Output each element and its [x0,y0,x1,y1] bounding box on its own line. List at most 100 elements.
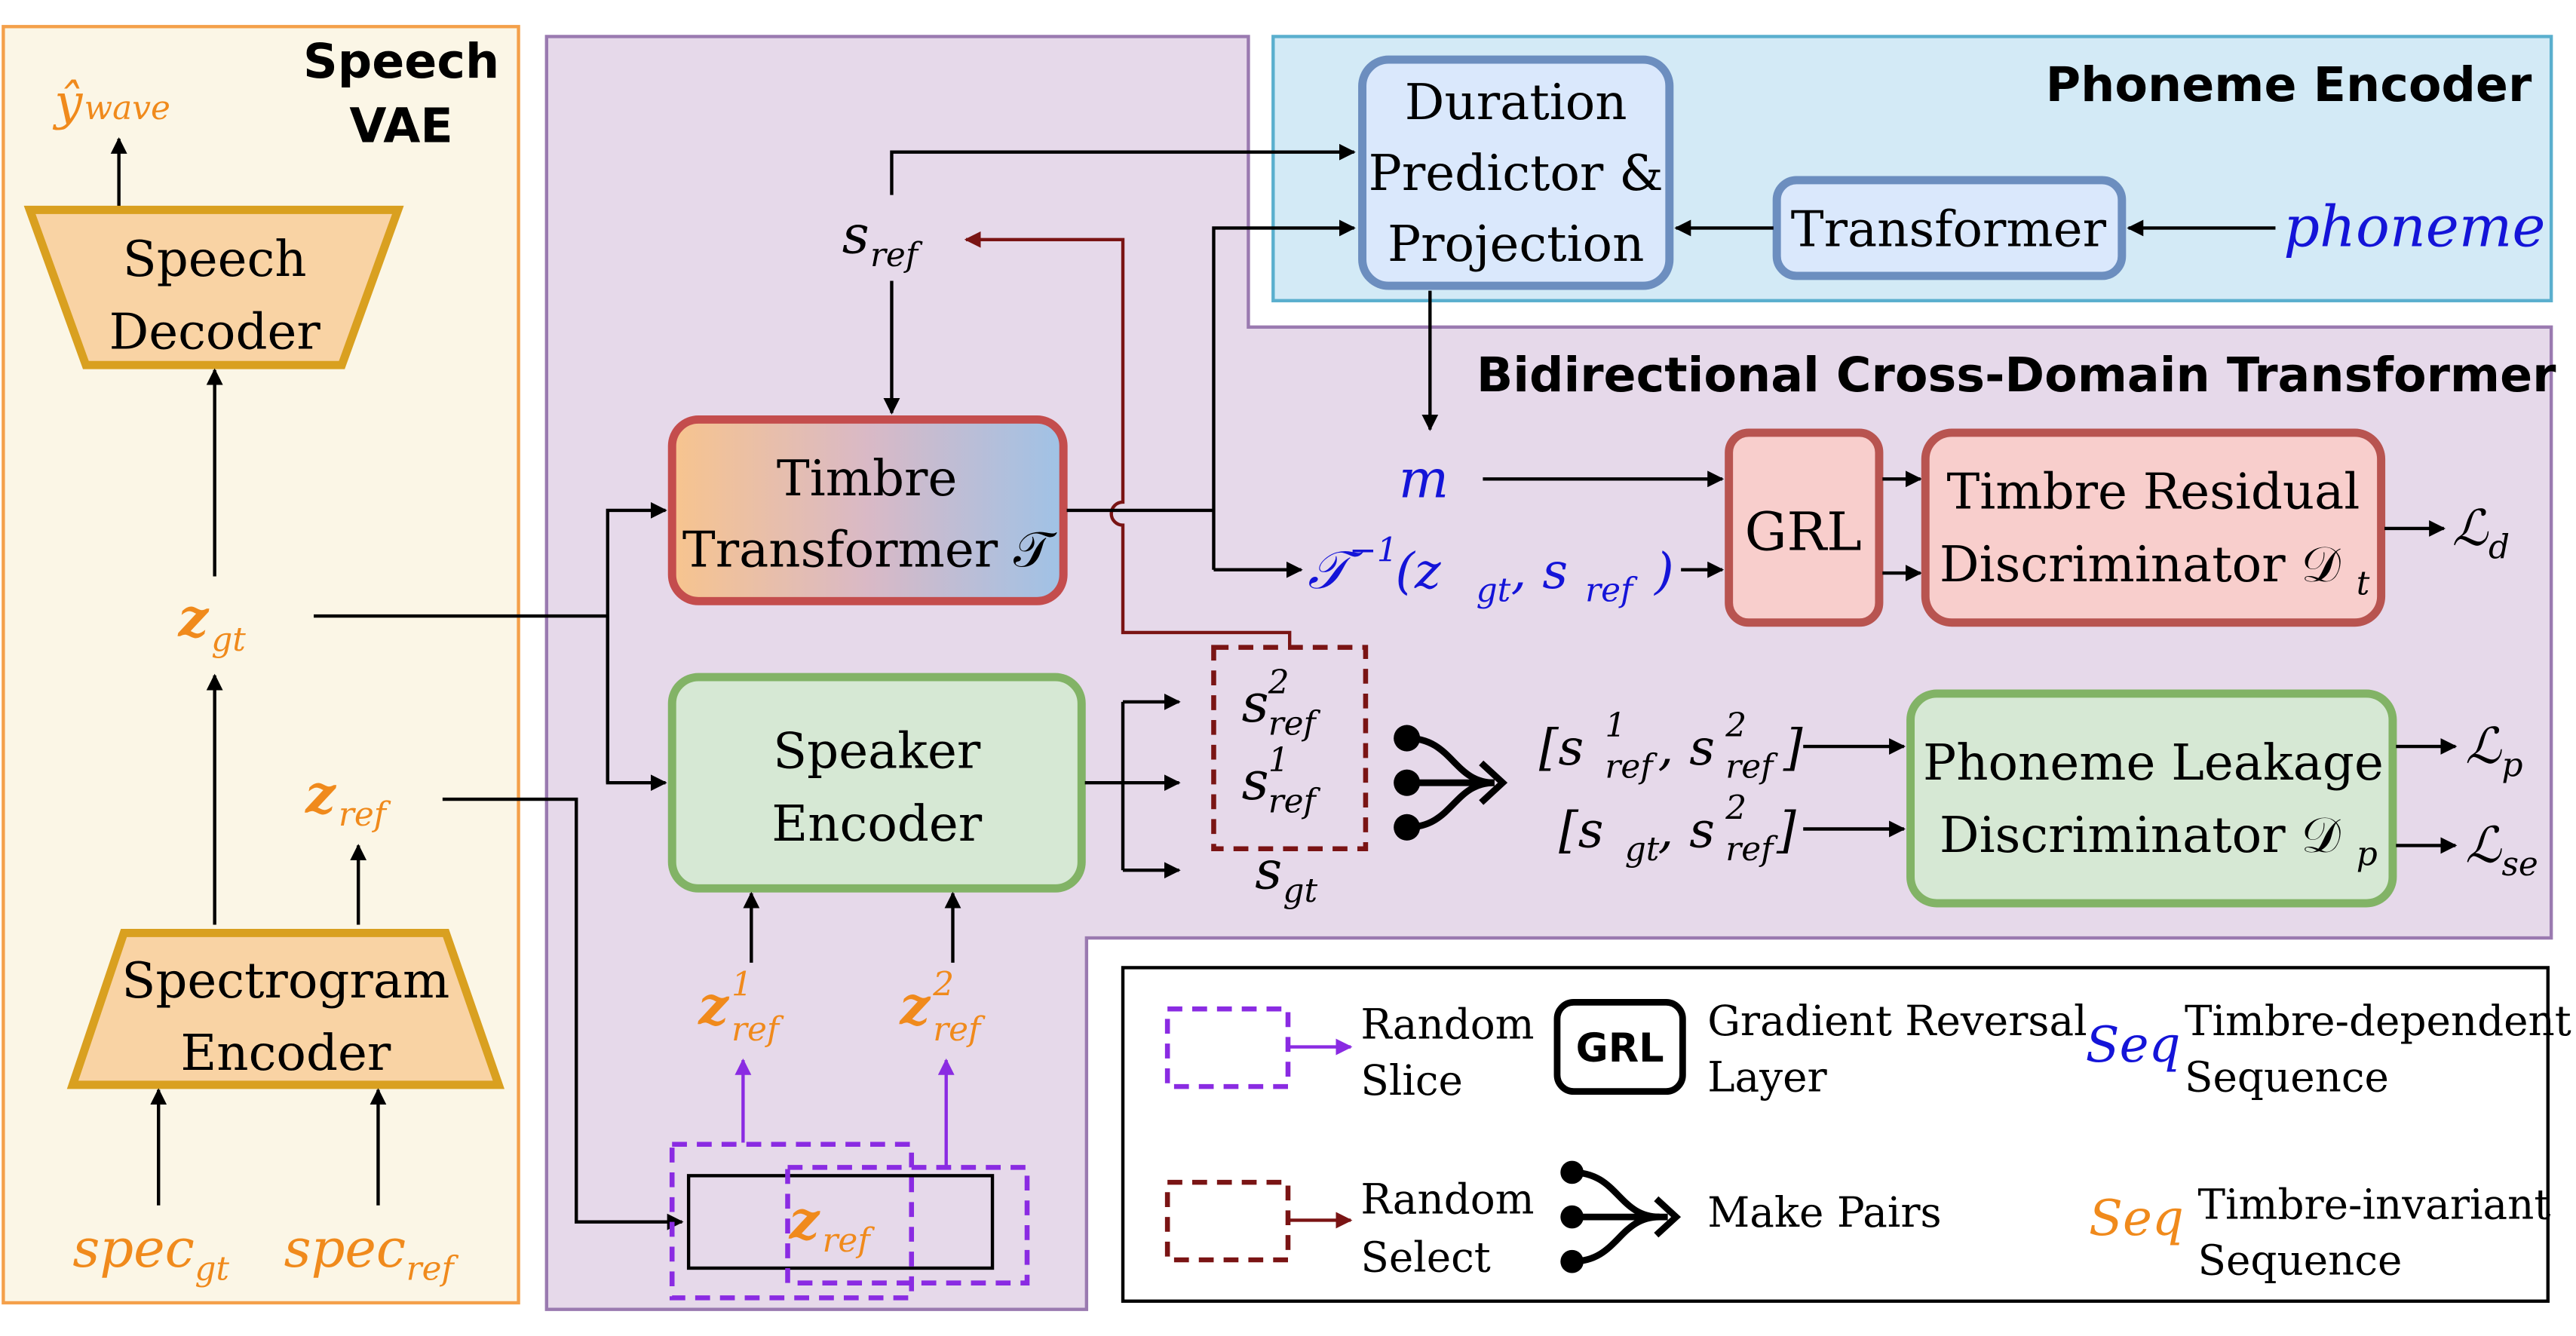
svg-text:t: t [2357,565,2370,603]
svg-text:2: 2 [1725,789,1746,827]
timbre-disc-label-line2: Discriminator 𝒟 t [1940,536,2370,603]
svg-text:ref: ref [1268,705,1321,743]
legend-random-slice-icon [1164,1006,1291,1089]
legend-timbre-invariant-line1: Timbre-invariant [2198,1180,2551,1228]
loss-p-label: ℒ p [2465,718,2522,785]
legend-random-slice-line1: Random [1360,1000,1534,1049]
timbre-residual-discriminator-block [1921,428,2386,627]
transformer-block [1772,176,2127,280]
svg-text:gt: gt [1283,872,1317,910]
svg-text:ref: ref [1725,748,1778,786]
zref-bar [686,1174,995,1270]
phoneme-label: phoneme [2283,195,2545,260]
s-ref-label: s ref [842,204,923,274]
m-label: m [1399,448,1449,510]
grl-label: GRL [1745,501,1862,562]
timbre-transformer-label-line1: Timbre [777,450,957,507]
pair-sgt-sref2-label: [s gt , s 2 ref ] [1559,789,1796,869]
phoneme-disc-label-line1: Phoneme Leakage [1923,734,2384,792]
phoneme-leakage-discriminator-block [1906,689,2397,908]
speech-decoder-block [23,205,404,369]
z-gt-label: z gt [176,586,246,659]
random-select-to-sref-arrow [964,231,1292,648]
svg-text:ref: ref [406,1249,459,1288]
svg-text:spec: spec [72,1218,195,1279]
svg-text:ref: ref [339,795,391,834]
svg-text:se: se [2501,845,2538,884]
svg-text:ref: ref [1268,783,1321,821]
svg-text:z: z [898,974,931,1037]
svg-text:p: p [2357,835,2378,874]
svg-text:gt: gt [1477,571,1511,609]
bcdt-title: Bidirectional Cross-Domain Transformer [1477,347,2556,403]
svg-text:1: 1 [1605,706,1626,745]
svg-text:gt: gt [195,1249,229,1288]
phoneme-disc-label-line2: Discriminator 𝒟 p [1940,807,2378,874]
speech-decoder-label-line2: Decoder [109,303,321,360]
svg-text:, s: , s [1511,543,1568,600]
speech-decoder-label-line1: Speech [123,231,307,288]
s-gt-label: s gt [1255,839,1317,910]
timbre-transformer-label-line2: Transformer 𝒯 [682,521,1058,578]
svg-text:p: p [2501,746,2522,784]
svg-text:gt: gt [1625,830,1660,869]
svg-text:s: s [1242,673,1269,734]
speech-vae-title-line2: VAE [349,98,452,154]
svg-text:Discriminator 𝒟: Discriminator 𝒟 [1940,536,2341,593]
sref-to-duration-arrow [890,143,1356,195]
svg-text:ref: ref [1605,748,1658,786]
svg-text:2: 2 [932,966,954,1004]
transformer-label: Transformer [1791,201,2107,259]
svg-text:z: z [788,1189,820,1252]
svg-text:s: s [1242,750,1269,812]
svg-text:s: s [842,204,869,265]
svg-text:z: z [697,974,729,1037]
s-ref2-label: s 2 ref [1242,663,1321,743]
legend-grl-icon [1553,999,1686,1095]
speaker-encoder-label-line2: Encoder [771,795,983,853]
legend-random-select-line1: Random [1360,1175,1534,1224]
legend-random-select-icon [1164,1179,1291,1263]
svg-text:[s: [s [1539,719,1584,777]
svg-text:(z: (z [1395,543,1441,600]
speech-vae-title-line1: Speech [303,33,499,89]
legend-grl-line1: Gradient Reversal [1707,997,2087,1045]
svg-text:, s: , s [1658,719,1715,777]
legend-grl-line2: Layer [1707,1053,1827,1102]
svg-text:]: ] [1776,802,1796,860]
z-ref-label: z ref [304,763,391,835]
legend-seq-orange: Seq [2089,1190,2184,1247]
bcdt-panel [544,35,2553,1311]
legend-grl-icon-label: GRL [1576,1025,1664,1071]
legend-timbre-dependent-line1: Timbre-dependent [2185,997,2571,1045]
svg-text:z: z [304,763,336,826]
svg-text:ref: ref [731,1010,784,1049]
svg-text:ref: ref [1725,830,1778,869]
legend-make-pairs-icon [1560,1160,1682,1273]
svg-text:−1: −1 [1349,532,1398,570]
spectrogram-encoder-label-line2: Encoder [180,1025,391,1082]
duration-label-line3: Projection [1388,216,1644,273]
svg-text:ℒ: ℒ [2452,500,2489,557]
spec-ref-label: spec ref [284,1218,459,1289]
duration-predictor-block [1358,55,1674,290]
svg-text:): ) [1653,543,1674,600]
zref-to-slice-arrow [442,797,684,1230]
pair-sref1-sref2-label: [s 1 ref , s 2 ref ] [1539,706,1803,786]
svg-text:2: 2 [1725,706,1746,745]
make-pairs-icon [1394,725,1508,841]
svg-text:ℒ: ℒ [2465,817,2502,874]
legend-timbre-invariant-line2: Sequence [2198,1236,2403,1285]
legend-timbre-dependent-line2: Sequence [2185,1053,2389,1102]
loss-se-label: ℒ se [2465,817,2538,884]
z-ref1-label: z 1 ref [697,966,784,1049]
legend-random-slice-line2: Slice [1360,1056,1463,1105]
y-wave-label: ŷ wave [52,74,170,131]
spectrogram-encoder-label-line1: Spectrogram [121,952,449,1010]
legend-make-pairs-label: Make Pairs [1707,1188,1941,1236]
svg-text:1: 1 [1268,741,1290,780]
loss-d-label: ℒ d [2452,500,2510,567]
svg-text:wave: wave [84,89,170,127]
tinv-to-duration-arrow [1212,219,1356,570]
